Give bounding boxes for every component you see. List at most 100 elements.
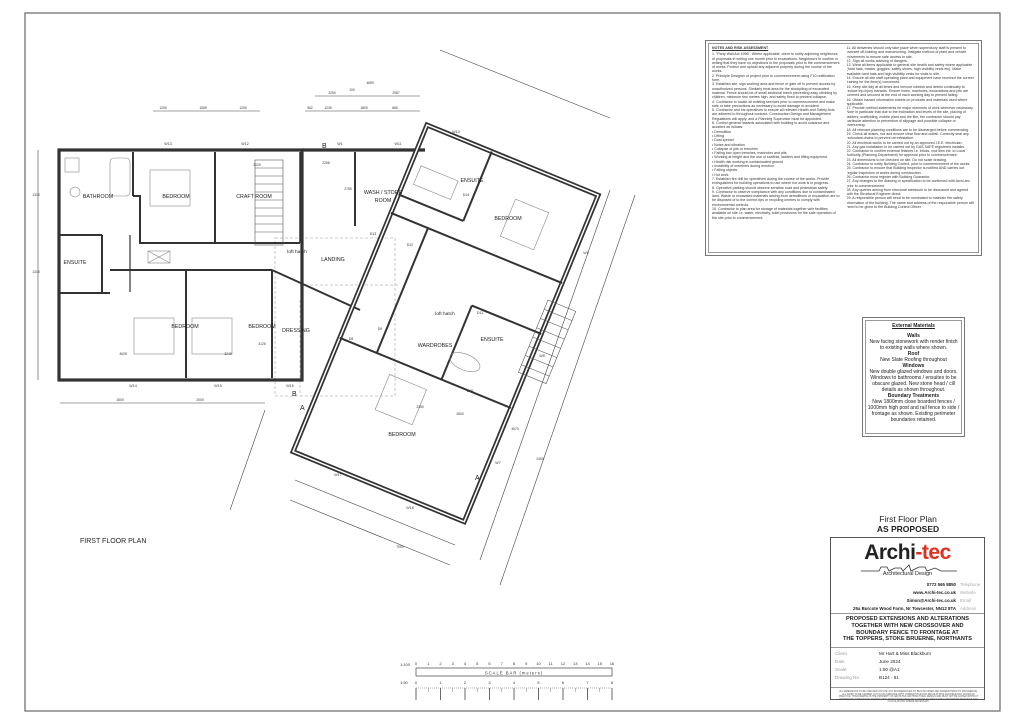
scale-tick-label: 2 [439,661,442,666]
shower-icon [413,165,459,200]
note-item: • Health risk working in contaminated gr… [712,159,784,164]
dimension-label: 1200 [159,106,167,110]
scale-tick-label: 1 [427,661,430,666]
note-item: 6. Control general hazards associated wi… [712,121,830,130]
door-label: D9 [378,327,383,331]
fixtures [64,157,233,355]
scale-label: Scale [835,667,847,672]
title-block: Archi-tec Architectural Design 0772 565 … [830,537,985,703]
main-wing-walls [57,148,425,382]
note-item: 4. Contractor to locate all existing ser… [712,99,835,108]
scale-tick-label: 0 [415,680,418,685]
drawing-no-value: B124 - 51 [879,675,899,680]
materials-boundary-title: Boundary Treatments [887,393,940,399]
room-label: CRAFT ROOM [236,194,272,200]
door-label: D8 [349,337,354,341]
scale-tick-label: 6 [488,661,491,666]
note-item: 16. Obtain hazard information sheets on … [846,97,968,106]
room-label: BEDROOM [171,324,198,330]
note-item: 9. Contractor to observe compliance with… [712,189,840,207]
scale-tick-label: 13 [573,661,578,666]
note-item: 26. Contractor must register with Buildi… [846,174,931,179]
room-label: loft hatch [287,249,307,255]
window-labels: W13 W12 W14 W15 W16 W11 W10 W9 W8 W7 W17… [129,130,588,510]
scale-tick-label: 0 [415,661,418,666]
notes-left-column: NOTES AND RISK ASSESSMENT 1. "Party Wall… [712,46,841,250]
bath-icon [109,157,131,197]
contact-address: 25a Burcote Wood Farm, Nr Towcester, NN1… [853,606,956,611]
loft-hatch-icon [147,250,171,264]
note-item: 25. Contractor to ensure that Building I… [846,166,965,175]
window-label: W15 [214,384,221,388]
scale-tick-label: 4 [513,680,516,685]
project-line: PROPOSED EXTENSIONS AND ALTERATIONS [845,616,970,622]
drawing-status: AS PROPOSED [876,524,940,534]
dimension-label: 562 [307,106,313,110]
divider [831,647,984,648]
note-item: • Collapse of pits or trenches [712,146,758,151]
scale-bar-box [415,667,613,677]
room-label: BEDROOM [494,216,521,222]
dimension-label: 3240 [224,352,232,356]
window-label: W7 [495,461,500,465]
toilet-icon [69,186,81,198]
note-item: 2. Principle Designer of project prior t… [712,73,835,83]
scale-value: 1:50 @A1 [879,667,900,672]
window-label: W14 [129,384,136,388]
project-line: THE TOPPERS, STOKE BRUERNE, NORTHANTS [842,636,973,643]
section-marker-b: B [292,391,297,398]
room-label: loft hatch [435,311,455,317]
room-label: BEDROOM [388,432,415,438]
contact-email[interactable]: Simon@Archi-tec.co.uk [906,598,956,603]
scale-tick-label: 3 [488,680,491,685]
contact-website[interactable]: www.Archi-tec.co.uk [912,590,956,595]
dimension-label: 2250 [328,91,336,95]
materials-roof-title: Roof [907,351,920,357]
scale-top-label: 1:100 [400,662,411,667]
scale-tick-label: 2 [464,680,467,685]
note-item: 8. Operative parking should observe sens… [712,185,829,190]
note-item: 10. Contractor to plan area for storage … [712,206,836,220]
note-item: 21. Any gas installation to be carried o… [846,144,966,149]
dimension-label: 7000 [396,545,404,549]
rotated-wing [289,121,602,526]
note-item: 24. Contractor to notify Building Contro… [846,162,971,167]
dimension-label: 4625 [119,352,127,356]
bed-icon [191,317,233,355]
scale-tick-label: 4 [464,661,467,666]
staircase [254,159,284,246]
scale-bottom-label: 1:50 [400,680,409,685]
note-item: 13. Wear all items applicable to general… [846,63,973,76]
materials-windows-title: Windows [902,363,925,369]
note-item: 19. Check all drains, rod and ensure cle… [846,131,969,141]
skyline-logo-icon [861,564,957,572]
client-label: Client [835,651,847,656]
room-label: ROOM [375,198,391,204]
dimension-label: 2000 [196,398,204,402]
note-item: • Dust spread [712,138,734,143]
bed-icon [149,169,191,207]
scale-tick-label: 10 [536,661,541,666]
dimension-label: 1069 [199,106,207,110]
window-label: W8 [539,354,544,358]
logo-text: Archi [864,541,916,564]
drawing-no-label: Drawing No [835,675,859,680]
scale-tick-label: 5 [476,661,479,666]
note-item: 18. All relevant planning conditions are… [846,127,970,132]
section-markers: B B A A [292,143,480,482]
materials-walls-text: New facing stonework with render finish … [869,339,958,351]
section-marker-a: A [475,475,480,482]
scale-tick-label: 16 [610,661,615,666]
disclaimer-text: ALL DIMENSIONS TO BE CHECKED ON SITE. AN… [838,691,979,704]
plan-title: FIRST FLOOR PLAN [80,538,146,545]
project-line: TOGETHER WITH NEW CROSSOVER AND [851,622,964,629]
scale-tick-label: 12 [561,661,566,666]
bath-icon [449,352,481,372]
note-item: 23. All dimensions to be checked on site… [846,157,947,162]
scale-tick-label: 1 [439,680,442,685]
window-label: W13 [164,142,171,146]
contact-email-label: Email [960,598,971,603]
note-item: 15. Keep site tidy at all times and remo… [846,84,969,98]
